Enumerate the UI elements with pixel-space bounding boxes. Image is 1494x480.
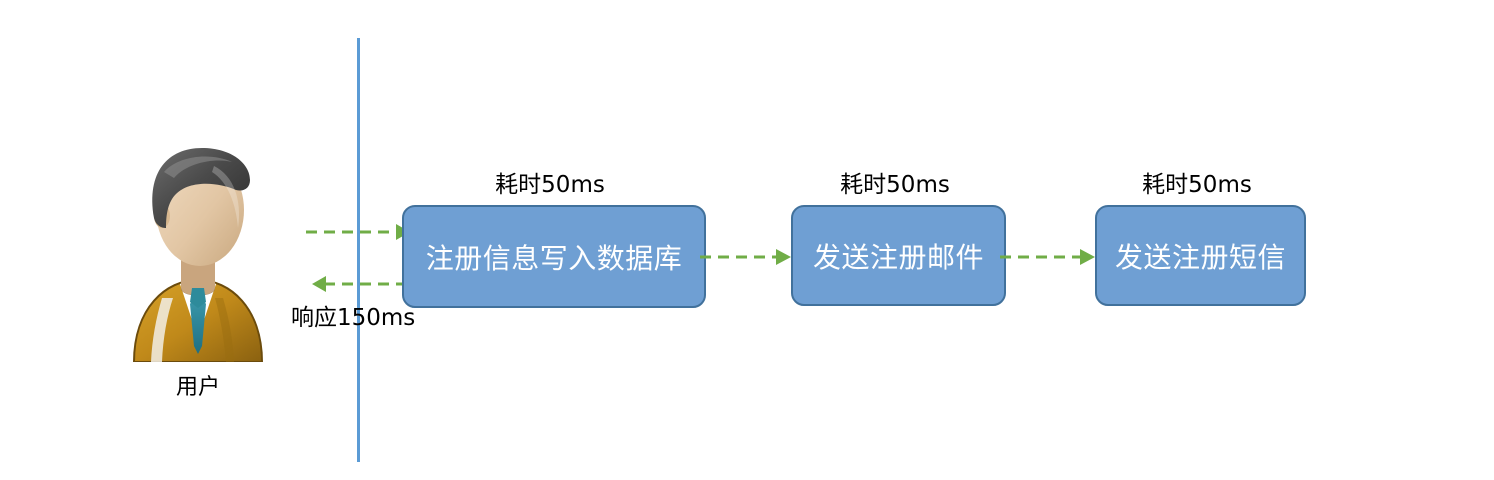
- step-2-to-step-3-arrow: [1000, 245, 1100, 269]
- step-1-cost-label: 耗时50ms: [495, 172, 605, 198]
- process-box-step-2[interactable]: 发送注册邮件: [791, 205, 1006, 306]
- step-3-cost-label: 耗时50ms: [1142, 172, 1252, 198]
- process-box-step-1[interactable]: 注册信息写入数据库: [402, 205, 706, 308]
- response-arrow: [306, 270, 416, 294]
- step-2-cost-label: 耗时50ms: [840, 172, 950, 198]
- user-label: 用户: [175, 375, 220, 400]
- step-1-to-step-2-arrow: [700, 245, 796, 269]
- response-label: 响应150ms: [291, 305, 416, 331]
- user-avatar-icon: [118, 132, 278, 362]
- process-box-step-3[interactable]: 发送注册短信: [1095, 205, 1306, 306]
- request-arrow: [306, 220, 416, 244]
- vertical-boundary-line: [357, 38, 360, 462]
